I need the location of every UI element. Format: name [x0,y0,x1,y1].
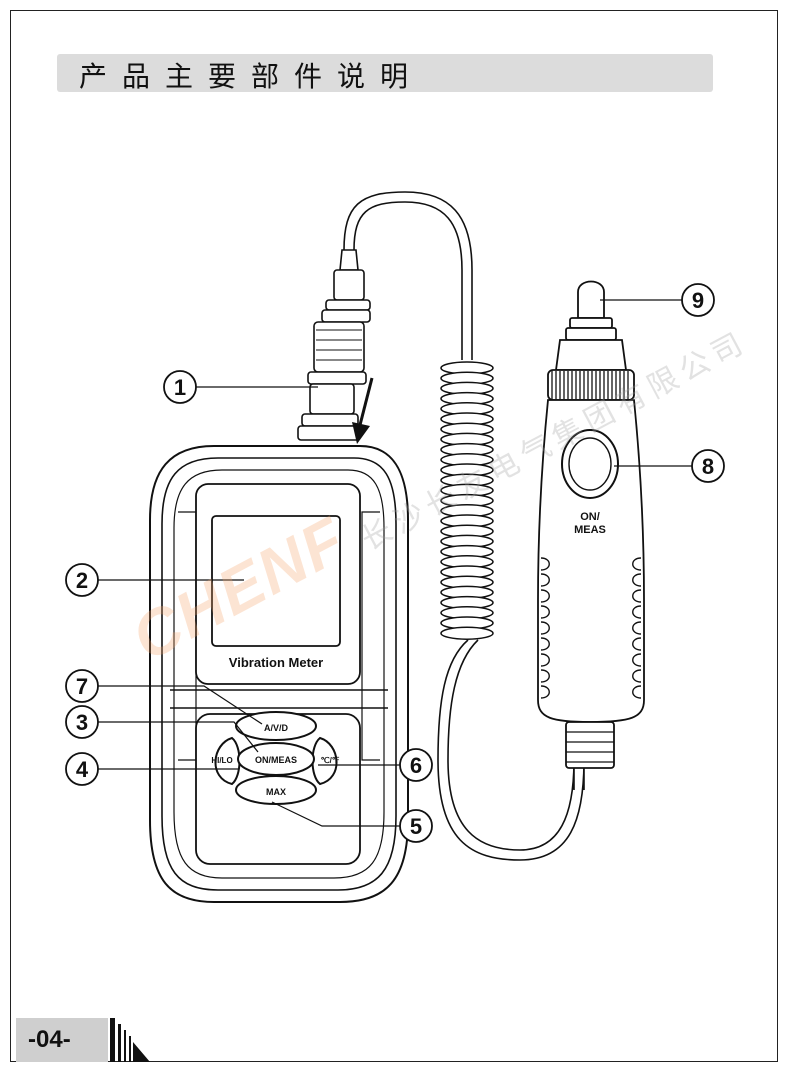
grip-bump [632,557,642,571]
max-button-label: MAX [266,787,286,797]
probe-button-inner [568,437,612,491]
meter-label: Vibration Meter [229,655,323,670]
on-meas-button-label: ON/MEAS [255,755,297,765]
grip-bump [632,589,642,603]
lcd-screen [211,515,341,647]
svg-text:1: 1 [174,375,186,400]
callout-9: 9 [681,283,715,317]
grip-bump [632,621,642,635]
probe-grip-bumps [540,557,642,699]
page-number: -04- [28,1026,71,1053]
hilo-button-label: HI/LO [211,756,232,765]
unit-button[interactable] [311,736,338,786]
grip-bump [632,637,642,651]
callout-leaders [98,299,692,827]
grip-bump [632,685,642,699]
svg-text:7: 7 [76,674,88,699]
callout-3: 3 [65,705,99,739]
section-title: 产品主要部件说明 [79,60,424,93]
probe-button-label-line1: ON/ [580,511,600,523]
callout-6: 6 [399,748,433,782]
coil-loop [440,626,494,640]
grip-bump [540,685,550,699]
grip-bump [632,573,642,587]
svg-text:4: 4 [76,757,89,782]
unit-button-label: ℃/℉ [321,756,340,765]
coiled-cable [440,361,494,640]
callout-1: 1 [163,370,197,404]
hilo-button[interactable] [214,736,241,786]
grip-bump [540,669,550,683]
probe-strain-relief [566,731,614,763]
svg-text:9: 9 [692,288,704,313]
grip-bump [540,605,550,619]
avd-button-label: A/V/D [264,723,289,733]
connector-ridges [316,329,362,361]
cable [343,191,585,861]
avd-button[interactable] [235,711,317,741]
callout-2: 2 [65,563,99,597]
insert-direction-arrow [352,377,374,444]
probe-grip-knurl [551,371,629,399]
callout-7: 7 [65,669,99,703]
grip-bump [632,669,642,683]
svg-text:2: 2 [76,568,88,593]
grip-bump [540,621,550,635]
section-title-bar: 产品主要部件说明 [57,54,713,93]
callout-4: 4 [65,752,99,786]
page-number-tab [16,1018,108,1062]
grip-bump [540,653,550,667]
grip-bump [540,573,550,587]
grip-bump [632,605,642,619]
grip-bump [540,589,550,603]
probe-connector [297,249,371,441]
probe-button-label-line2: MEAS [574,524,606,536]
svg-text:8: 8 [702,454,714,479]
svg-text:5: 5 [410,814,422,839]
callout-8: 8 [691,449,725,483]
probe-tip [577,280,605,319]
grip-bump [540,557,550,571]
svg-text:3: 3 [76,710,88,735]
grip-bump [540,637,550,651]
svg-text:6: 6 [410,753,422,778]
footer-tab-stripes [110,1018,150,1062]
keypad [214,711,338,805]
vibration-probe [537,280,645,769]
callout-5: 5 [399,809,433,843]
grip-bump [632,653,642,667]
